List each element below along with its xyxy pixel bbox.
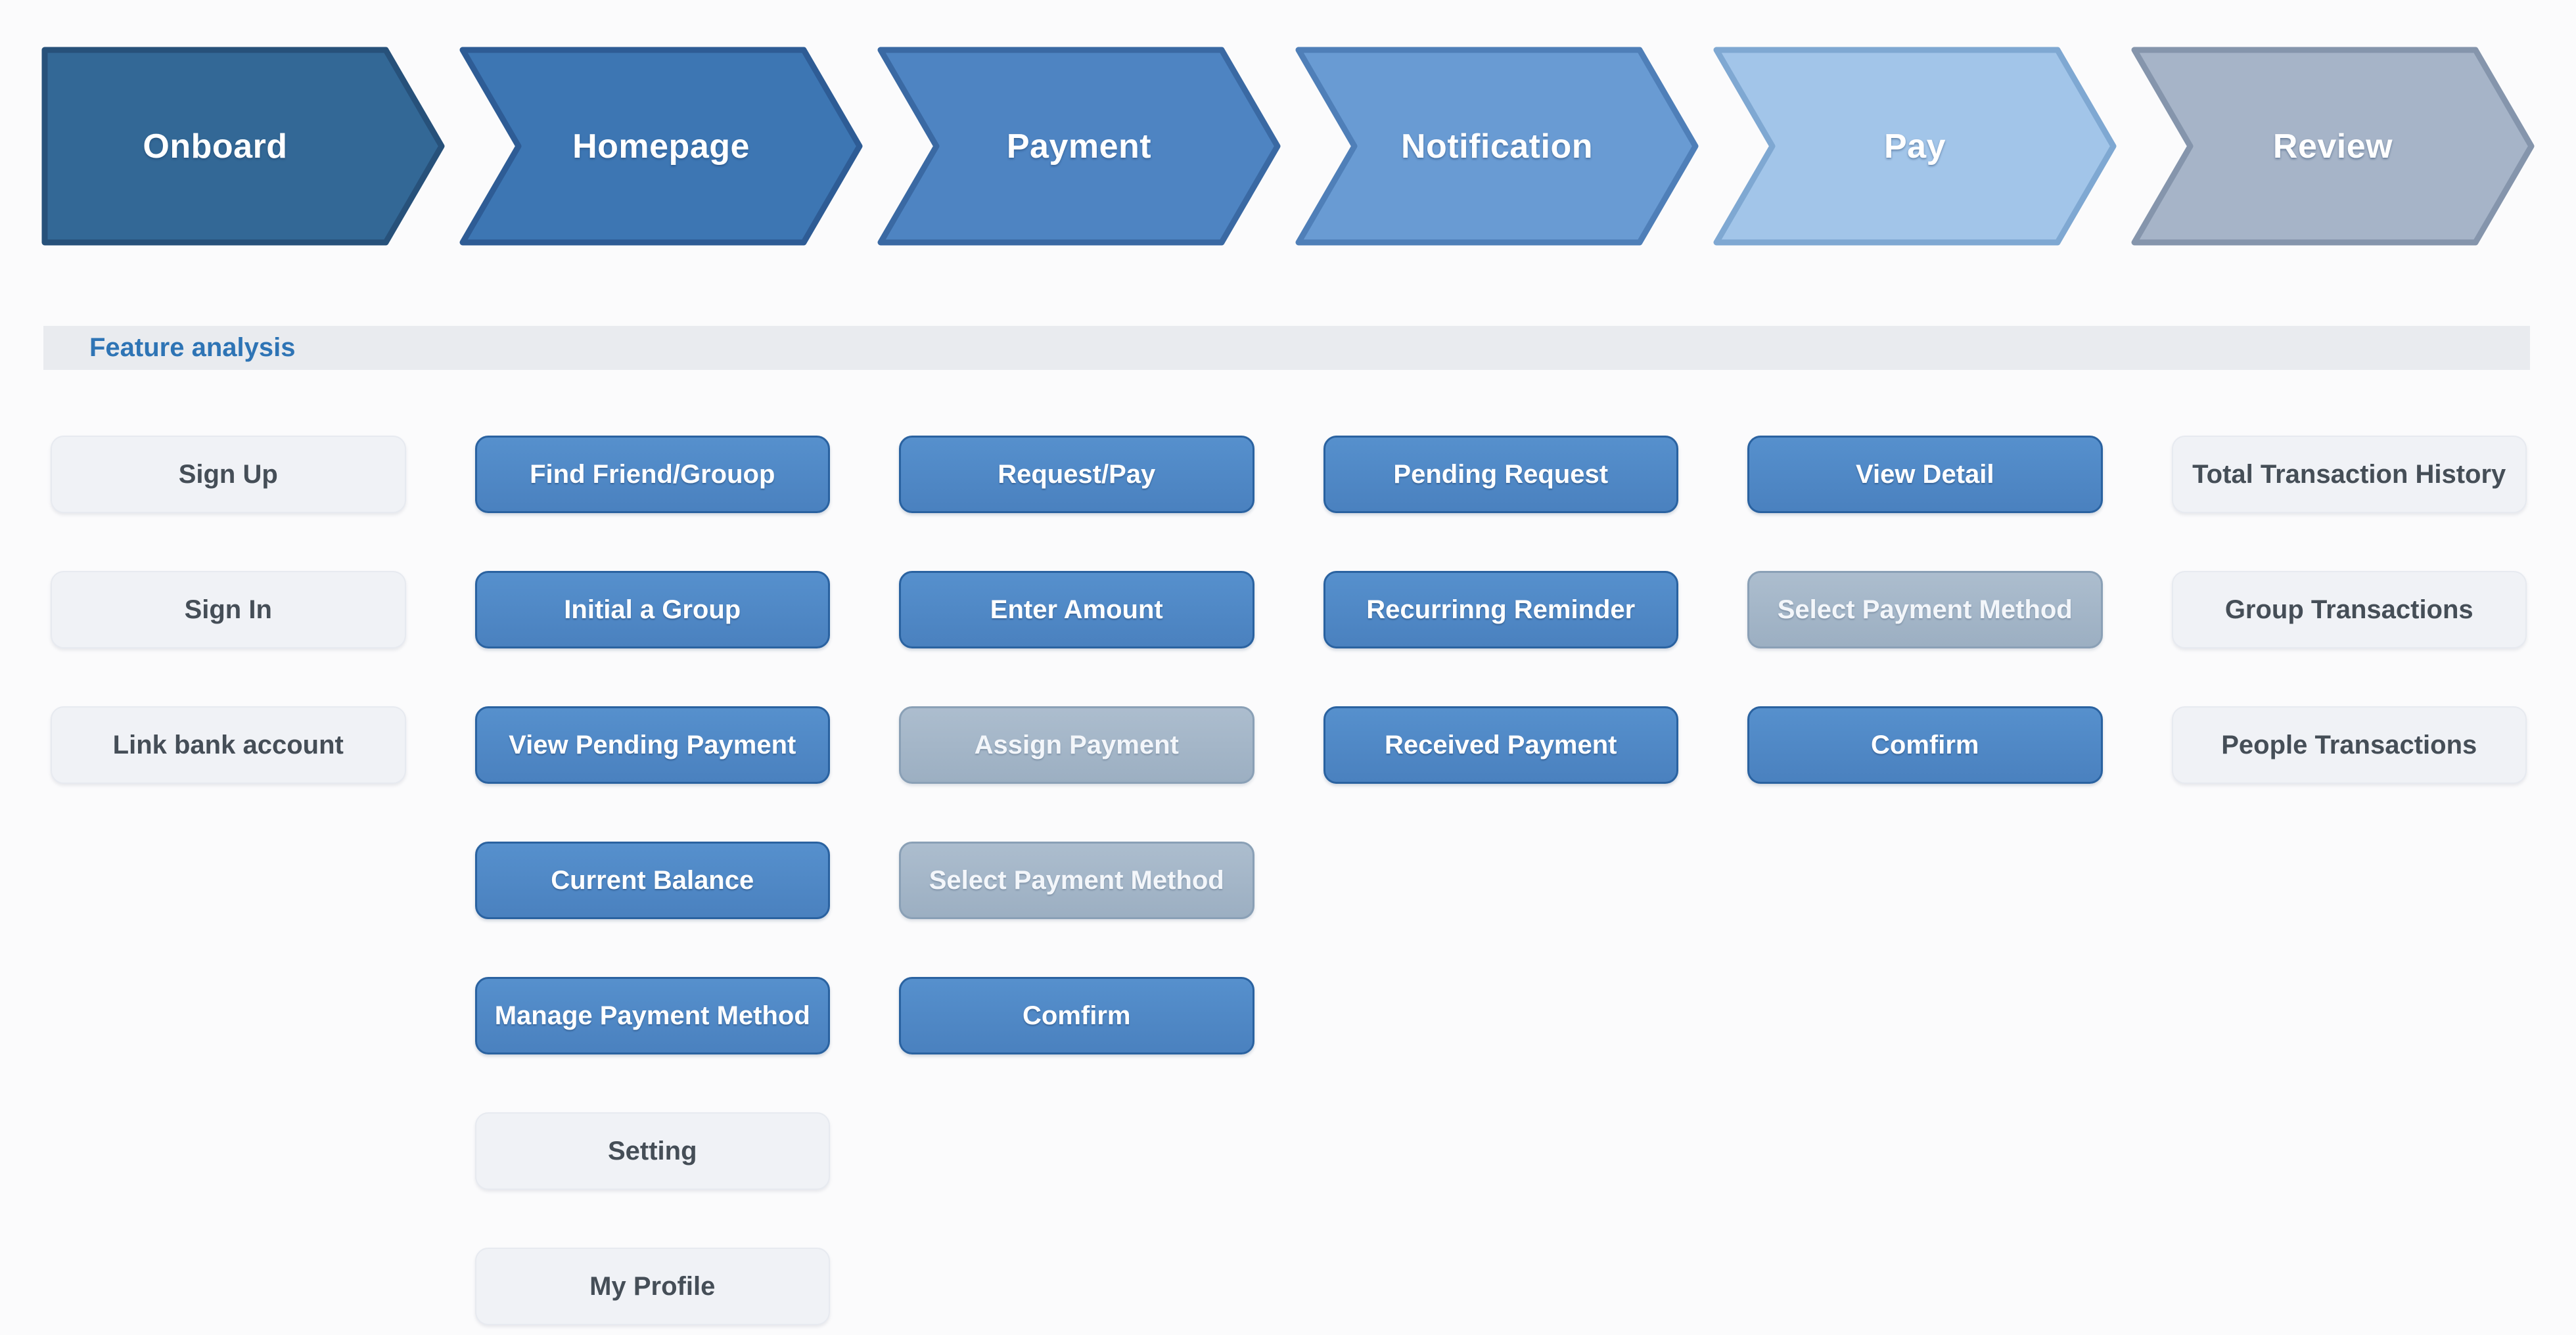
feature-label: Select Payment Method bbox=[1777, 595, 2073, 624]
chevron-arrow-shape bbox=[877, 47, 1281, 246]
feature-select-payment-method: Select Payment Method bbox=[1747, 571, 2103, 648]
feature-label: Current Balance bbox=[551, 866, 754, 895]
feature-label: Comfirm bbox=[1023, 1001, 1131, 1030]
flow-stage-row: Onboard Homepage Payment Notification Pay Rev… bbox=[41, 46, 2535, 246]
feature-view-detail: View Detail bbox=[1747, 436, 2103, 513]
feature-label: Group Transactions bbox=[2224, 595, 2473, 624]
feature-group-transactions: Group Transactions bbox=[2171, 571, 2527, 648]
feature-label: Enter Amount bbox=[990, 595, 1163, 624]
feature-manage-payment-method: Manage Payment Method bbox=[474, 977, 830, 1054]
flow-stage-payment: Payment bbox=[877, 46, 1281, 246]
feature-sign-up: Sign Up bbox=[51, 436, 406, 513]
chevron-arrow-shape bbox=[1295, 47, 1699, 246]
feature-label: Initial a Group bbox=[564, 595, 741, 624]
flow-stage-label: Review bbox=[2272, 127, 2393, 166]
feature-recurrinng-reminder: Recurrinng Reminder bbox=[1323, 571, 1678, 648]
chevron-arrow-shape bbox=[459, 47, 863, 246]
feature-label: Sign In bbox=[184, 595, 272, 624]
feature-label: Link bank account bbox=[112, 731, 344, 759]
feature-total-transaction-history: Total Transaction History bbox=[2171, 436, 2527, 513]
feature-received-payment: Received Payment bbox=[1323, 706, 1678, 784]
feature-setting: Setting bbox=[474, 1112, 830, 1190]
feature-link-bank-account: Link bank account bbox=[51, 706, 406, 784]
feature-label: Assign Payment bbox=[974, 731, 1179, 759]
section-header-bar: Feature analysis bbox=[43, 326, 2530, 370]
feature-label: Comfirm bbox=[1871, 731, 1979, 759]
section-title: Feature analysis bbox=[89, 333, 296, 362]
flow-stage-label: Notification bbox=[1401, 127, 1593, 166]
feature-request-pay: Request/Pay bbox=[899, 436, 1254, 513]
user-flow-diagram: Onboard Homepage Payment Notification Pay Rev… bbox=[0, 46, 2576, 1335]
chevron-arrow-shape bbox=[1713, 47, 2117, 246]
feature-enter-amount: Enter Amount bbox=[899, 571, 1254, 648]
flow-stage-pay: Pay bbox=[1713, 46, 2117, 246]
feature-label: View Pending Payment bbox=[509, 731, 796, 759]
flow-stage-homepage: Homepage bbox=[459, 46, 863, 246]
feature-label: Manage Payment Method bbox=[494, 1001, 810, 1030]
feature-pending-request: Pending Request bbox=[1323, 436, 1678, 513]
flow-stage-label: Payment bbox=[1006, 127, 1152, 166]
feature-label: Received Payment bbox=[1384, 731, 1617, 759]
feature-find-friend-grouop: Find Friend/Grouop bbox=[474, 436, 830, 513]
feature-sign-in: Sign In bbox=[51, 571, 406, 648]
feature-label: Setting bbox=[607, 1137, 697, 1165]
flow-stage-review: Review bbox=[2130, 46, 2535, 246]
feature-view-pending-payment: View Pending Payment bbox=[474, 706, 830, 784]
feature-label: Pending Request bbox=[1393, 460, 1609, 489]
feature-label: Total Transaction History bbox=[2192, 460, 2506, 489]
chevron-arrow-shape bbox=[41, 47, 445, 246]
chevron-arrow-shape bbox=[2131, 47, 2535, 246]
feature-label: View Detail bbox=[1856, 460, 1994, 489]
feature-label: Sign Up bbox=[178, 460, 278, 489]
feature-initial-a-group: Initial a Group bbox=[474, 571, 830, 648]
feature-select-payment-method: Select Payment Method bbox=[899, 842, 1254, 919]
feature-comfirm: Comfirm bbox=[1747, 706, 2103, 784]
feature-my-profile: My Profile bbox=[474, 1248, 830, 1325]
feature-label: My Profile bbox=[589, 1272, 716, 1301]
feature-label: People Transactions bbox=[2221, 731, 2477, 759]
feature-comfirm: Comfirm bbox=[899, 977, 1254, 1054]
feature-label: Find Friend/Grouop bbox=[530, 460, 775, 489]
flow-stage-label: Pay bbox=[1883, 127, 1946, 166]
feature-label: Recurrinng Reminder bbox=[1366, 595, 1636, 624]
feature-label: Select Payment Method bbox=[929, 866, 1224, 895]
feature-people-transactions: People Transactions bbox=[2171, 706, 2527, 784]
flow-stage-label: Homepage bbox=[572, 127, 750, 166]
feature-assign-payment: Assign Payment bbox=[899, 706, 1254, 784]
feature-grid: Sign Up Sign In Link bank account Find Frie… bbox=[51, 436, 2527, 1325]
flow-stage-onboard: Onboard bbox=[41, 46, 446, 246]
flow-stage-label: Onboard bbox=[143, 127, 288, 166]
flow-stage-notification: Notification bbox=[1295, 46, 1699, 246]
feature-current-balance: Current Balance bbox=[474, 842, 830, 919]
feature-label: Request/Pay bbox=[998, 460, 1156, 489]
